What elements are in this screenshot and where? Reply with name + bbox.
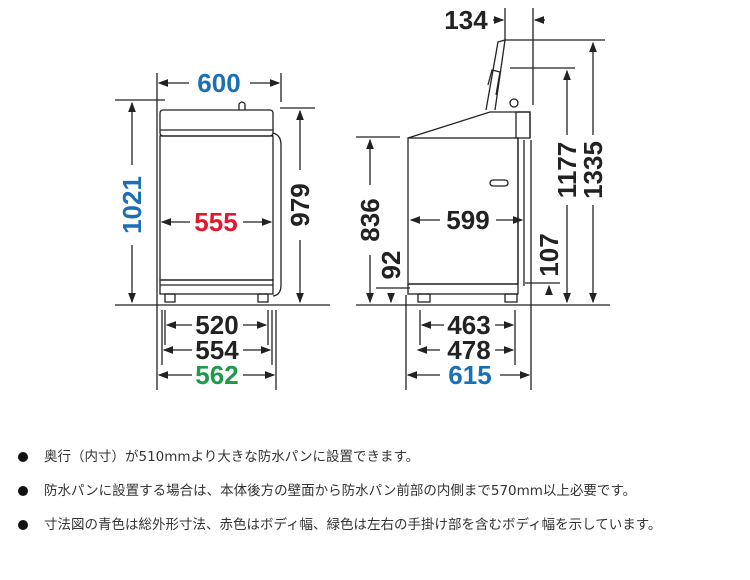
note-text: 防水パンに設置する場合は、本体後方の壁面から防水パン前部の内側まで570mm以上… <box>44 483 637 499</box>
note-text: 奥行（内寸）が510mmより大きな防水パンに設置できます。 <box>44 449 420 465</box>
side-foot-height-rear: 107 <box>534 233 564 276</box>
front-base-width: 554 <box>195 335 239 365</box>
front-height-total: 1021 <box>117 176 147 234</box>
side-height-lid-1: 1177 <box>552 142 582 198</box>
side-depth-total: 615 <box>448 360 491 390</box>
side-height-lid-2: 1335 <box>578 141 608 199</box>
note-item: 寸法図の青色は総外形寸法、赤色はボディ幅、緑色は左右の手掛け部を含むボディ幅を示… <box>18 514 738 536</box>
bullet-icon <box>18 520 28 530</box>
front-width-total: 600 <box>197 68 240 98</box>
side-view-drawing <box>356 8 610 390</box>
note-item: 奥行（内寸）が510mmより大きな防水パンに設置できます。 <box>18 446 738 468</box>
front-view-drawing <box>115 73 330 390</box>
front-body-height: 979 <box>285 183 315 226</box>
front-leg-span: 520 <box>195 310 238 340</box>
front-body-width: 555 <box>194 207 237 237</box>
side-depth: 599 <box>446 205 489 235</box>
side-lid-offset: 134 <box>444 5 488 35</box>
side-foot-height-front: 92 <box>376 251 406 280</box>
note-item: 防水パンに設置する場合は、本体後方の壁面から防水パン前部の内側まで570mm以上… <box>18 480 738 502</box>
notes-list: 奥行（内寸）が510mmより大きな防水パンに設置できます。 防水パンに設置する場… <box>18 446 738 548</box>
side-base-depth: 478 <box>447 335 490 365</box>
front-dimension-lines <box>128 79 304 379</box>
bullet-icon <box>18 486 28 496</box>
note-text: 寸法図の青色は総外形寸法、赤色はボディ幅、緑色は左右の手掛け部を含むボディ幅を示… <box>44 517 662 533</box>
bullet-icon <box>18 452 28 462</box>
side-dimension-lines <box>366 16 597 379</box>
dimension-diagram: 600 555 1021 979 520 554 562 <box>115 5 610 390</box>
front-width-with-handles: 562 <box>195 360 238 390</box>
side-leg-span: 463 <box>447 310 490 340</box>
side-body-height: 836 <box>355 198 385 241</box>
